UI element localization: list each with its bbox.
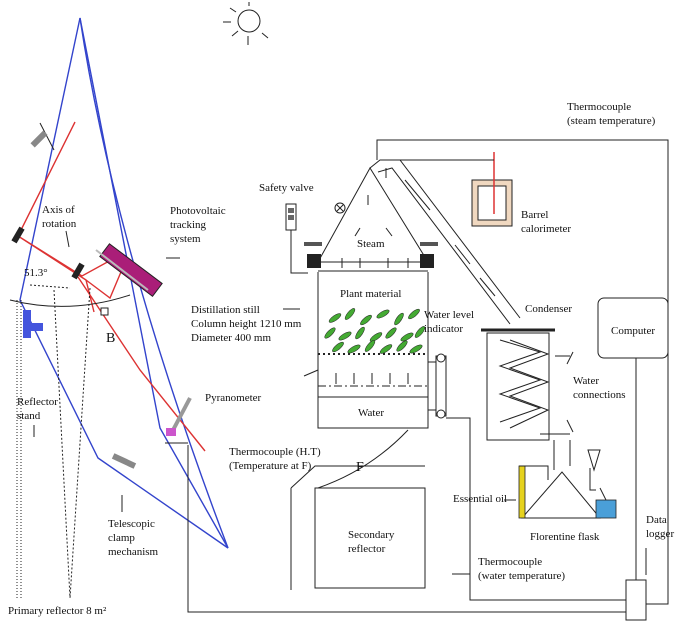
arrow-wc-up [566,351,574,365]
label-primary-reflector: Primary reflector 8 m² [8,605,107,617]
clamp-hardware [11,130,137,469]
distillation-still [317,167,429,429]
thermocouple-water-wire [446,417,626,601]
label-condenser: Condenser [525,303,572,315]
label-steam: Steam [357,238,385,250]
reflector-clamp-block [23,310,31,338]
barrel-calorimeter [400,152,513,227]
water-level-indicator [303,353,447,419]
label-thermocouple-water-2: (water temperature) [478,570,565,582]
label-telescopic-2: clamp [108,532,135,544]
label-thermocouple-water-1: Thermocouple [478,556,542,568]
label-distillation-2: Column height 1210 mm [191,318,302,330]
label-axis-of-rotation-2: rotation [42,218,77,230]
label-photovoltaic-2: tracking [170,219,207,231]
label-water-connections-2: connections [573,389,626,401]
label-axis-of-rotation-1: Axis of [42,204,75,216]
reflector-support-arms [17,121,206,452]
pv-panel-icon [95,243,163,297]
label-telescopic-3: mechanism [108,546,159,558]
label-thermocouple-ht-2: (Temperature at F) [229,460,312,472]
label-distillation-3: Diameter 400 mm [191,332,271,344]
label-photovoltaic-1: Photovoltaic [170,205,226,217]
label-thermocouple-steam-1: Thermocouple [567,101,631,113]
label-plant-material: Plant material [340,288,401,300]
label-computer: Computer [611,325,655,337]
label-photovoltaic-3: system [170,233,201,245]
primary-reflector-frame [19,17,229,549]
label-pyranometer: Pyranometer [205,392,262,404]
thermocouple-ht-wire [187,445,626,613]
label-barrel-2: calorimeter [521,223,571,235]
condenser [481,328,570,441]
sun-icon [223,2,269,45]
label-water: Water [358,407,384,419]
label-water-connections-1: Water [573,375,599,387]
label-secondary-1: Secondary [348,529,395,541]
label-reflector-stand-1: Reflector [17,396,58,408]
label-water-level-1: Water level [424,309,474,321]
label-telescopic-1: Telescopic [108,518,155,530]
label-point-f: F [356,460,364,475]
arrow-axis [65,230,70,248]
label-barrel-1: Barrel [521,209,548,221]
arrow-wc-down [566,419,574,433]
plant-material-leaves [324,308,426,354]
thermocouple-steam-wire [376,139,669,605]
label-thermocouple-steam-2: (steam temperature) [567,115,656,127]
label-water-level-2: indicator [424,323,463,335]
computer-box [597,297,669,359]
secondary-reflector-box [290,429,426,590]
label-safety-valve: Safety valve [259,182,314,194]
label-point-b: B [106,331,115,346]
label-thermocouple-ht-1: Thermocouple (H.T) [229,446,321,458]
label-data-logger-2: logger [646,528,674,540]
label-reflector-stand-2: stand [17,410,41,422]
steam-arrows [335,195,409,384]
florentine-flask [518,440,617,519]
pyranometer-icon [166,397,192,436]
label-essential-oil: Essential oil [453,493,507,505]
label-florentine: Florentine flask [530,531,600,543]
label-angle: 51.3° [24,267,48,279]
label-distillation-1: Distillation still [191,304,260,316]
data-logger-box [625,579,647,621]
still-clamps [304,242,438,268]
label-secondary-2: reflector [348,543,386,555]
safety-valve-icon [285,202,346,274]
label-data-logger-1: Data [646,514,667,526]
reflector-stand-lines [9,284,131,599]
vapor-pipe [369,159,521,325]
